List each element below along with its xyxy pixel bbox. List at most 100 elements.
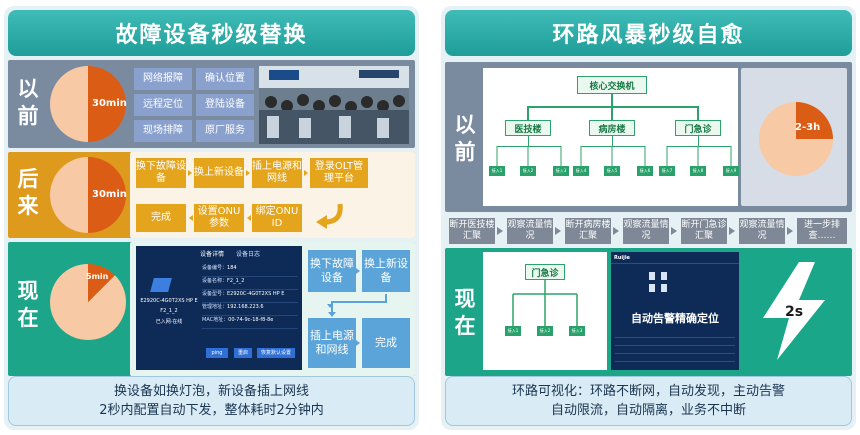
topo-line — [697, 106, 699, 120]
grid-remote-locate: 远程定位 — [134, 94, 192, 116]
branch-node: 病房楼 — [589, 120, 635, 136]
bolt-text: 2s — [785, 304, 804, 320]
right-before-label: 以前 — [454, 113, 476, 164]
left-now-pie-text: 5min — [86, 272, 109, 281]
loop-step: 观察流量情况 — [739, 218, 785, 244]
field-row: 设备名称：F2_1_2 — [202, 277, 298, 290]
left-panel-title: 故障设备秒级替换 — [8, 10, 415, 56]
loop-step: 观察流量情况 — [507, 218, 553, 244]
topo-line — [527, 106, 699, 108]
switch-device-icon — [150, 278, 172, 292]
device-status: 已入网·在线 — [155, 319, 183, 325]
access-leaf: 接入7 — [659, 166, 675, 176]
field-row: MAC地址：00-74-9c-18-f8-8e — [202, 316, 298, 329]
topo-line — [581, 146, 645, 147]
right-now-label: 现在 — [454, 287, 476, 338]
after-step-bind-onu: 绑定ONU ID — [252, 204, 302, 232]
access-leaf: 接入6 — [637, 166, 653, 176]
left-after-pie — [50, 157, 126, 233]
access-leaf: 接入1 — [489, 166, 505, 176]
access-leaf: 接入1 — [505, 326, 521, 336]
grid-confirm-location: 确认位置 — [196, 68, 254, 90]
after-step-power: 插上电源和网线 — [252, 158, 302, 188]
access-leaf: 接入2 — [520, 166, 536, 176]
table-row — [615, 338, 735, 346]
left-footer-line2: 2秒内配置自动下发，整体耗时2分钟内 — [99, 403, 324, 418]
loop-step: 断开医技楼汇聚 — [449, 218, 495, 244]
loop-step: 观察流量情况 — [623, 218, 669, 244]
right-before-pie-text: 2-3h — [795, 122, 821, 133]
now-step-install: 换上新设备 — [362, 250, 410, 292]
loop-step: 断开门急诊汇聚 — [681, 218, 727, 244]
topo-line — [527, 106, 529, 120]
left-footer: 换设备如换灯泡，新设备插上网线 2秒内配置自动下发，整体耗时2分钟内 — [8, 376, 415, 426]
er-node: 门急诊 — [525, 264, 565, 280]
left-now-label: 现在 — [17, 279, 39, 330]
topo-line — [612, 136, 613, 146]
left-before-label: 以前 — [17, 77, 39, 128]
now-step-done: 完成 — [362, 318, 410, 368]
left-footer-line1: 换设备如换灯泡，新设备插上网线 — [113, 384, 309, 399]
device-name: E2920C-4G0T2XS HP E — [140, 298, 198, 304]
right-footer-line1: 环路可视化：环路不断网，自动发现，主动告警 — [511, 384, 785, 399]
topo-line — [667, 146, 731, 147]
left-after-pie-text: 30min — [92, 189, 127, 200]
after-step-login-olt: 登录OLT管理平台 — [310, 158, 368, 188]
access-leaf: 接入3 — [569, 326, 585, 336]
left-before-pie-text: 30min — [92, 98, 127, 109]
core-switch-node: 核心交换机 — [577, 76, 647, 94]
grid-login-device: 登陆设备 — [196, 94, 254, 116]
access-leaf: 接入3 — [553, 166, 569, 176]
right-footer: 环路可视化：环路不断网，自动发现，主动告警 自动限流，自动隔离，业务不中断 — [445, 376, 852, 426]
topo-line — [497, 146, 561, 147]
grid-vendor-service: 原厂服务 — [196, 120, 254, 142]
right-panel-title: 环路风暴秒级自愈 — [445, 10, 852, 56]
after-step-set-onu: 设置ONU参数 — [194, 204, 244, 232]
topo-line — [528, 136, 529, 146]
branch-node: 门急诊 — [675, 120, 721, 136]
right-before-pie — [759, 102, 833, 176]
access-leaf: 接入2 — [537, 326, 553, 336]
table-row — [615, 330, 735, 338]
screen-brand: Ruijie — [614, 255, 630, 261]
tab-device-log[interactable]: 设备日志 — [236, 251, 261, 258]
alarm-dashboard-screen: Ruijie 自动告警精确定位 — [611, 252, 739, 370]
now-step-remove: 换下故障设备 — [308, 250, 356, 292]
field-row: 设备编号：184 — [202, 264, 298, 277]
left-panel: 故障设备秒级替换 以前 30min 网络报障 确认位置 远程定位 登陆设备 现场… — [4, 6, 419, 430]
device-sub: F2_1_2 — [160, 308, 178, 314]
left-after-label: 后来 — [17, 167, 39, 218]
access-leaf: 接入9 — [723, 166, 739, 176]
leaf-connectors — [496, 146, 732, 166]
topo-line — [698, 136, 699, 146]
loop-step: 进一步排查…… — [797, 218, 847, 244]
device-cabinets — [649, 272, 689, 292]
topology-now-lines — [512, 280, 578, 326]
grid-onsite-fix: 现场排障 — [134, 120, 192, 142]
table-row — [615, 346, 735, 354]
field-row: 设备型号：E2920C-4G0T2XS HP E — [202, 290, 298, 303]
alarm-locate-text: 自动告警精确定位 — [631, 312, 719, 325]
after-flow-arrows — [188, 170, 343, 229]
lightning-bolt-icon — [763, 262, 825, 360]
reboot-button[interactable]: 重启 — [234, 348, 252, 358]
step-chain-arrows — [497, 227, 793, 235]
branch-node: 医技楼 — [505, 120, 551, 136]
loop-step: 断开病房楼汇聚 — [565, 218, 611, 244]
now-step-power: 插上电源和网线 — [308, 318, 356, 368]
device-detail-screen: 设备详情 设备日志 E2920C-4G0T2XS HP E F2_1_2 已入网… — [136, 246, 302, 370]
ping-button[interactable]: ping — [206, 348, 228, 358]
access-leaf: 接入5 — [604, 166, 620, 176]
now-flow-arrows — [327, 268, 387, 346]
left-now-pie — [50, 264, 126, 340]
tab-device-detail[interactable]: 设备详情 — [200, 251, 225, 258]
access-leaf: 接入8 — [690, 166, 706, 176]
table-row — [615, 354, 735, 362]
reset-default-button[interactable]: 恢复默认设置 — [257, 348, 295, 358]
access-leaf: 接入4 — [573, 166, 589, 176]
crowd-photo — [259, 66, 409, 144]
field-row: 管理地址：192.168.223.6 — [202, 303, 298, 316]
after-step-install: 换上新设备 — [194, 158, 244, 188]
grid-network-report: 网络报障 — [134, 68, 192, 90]
after-step-remove: 换下故障设备 — [136, 158, 186, 188]
